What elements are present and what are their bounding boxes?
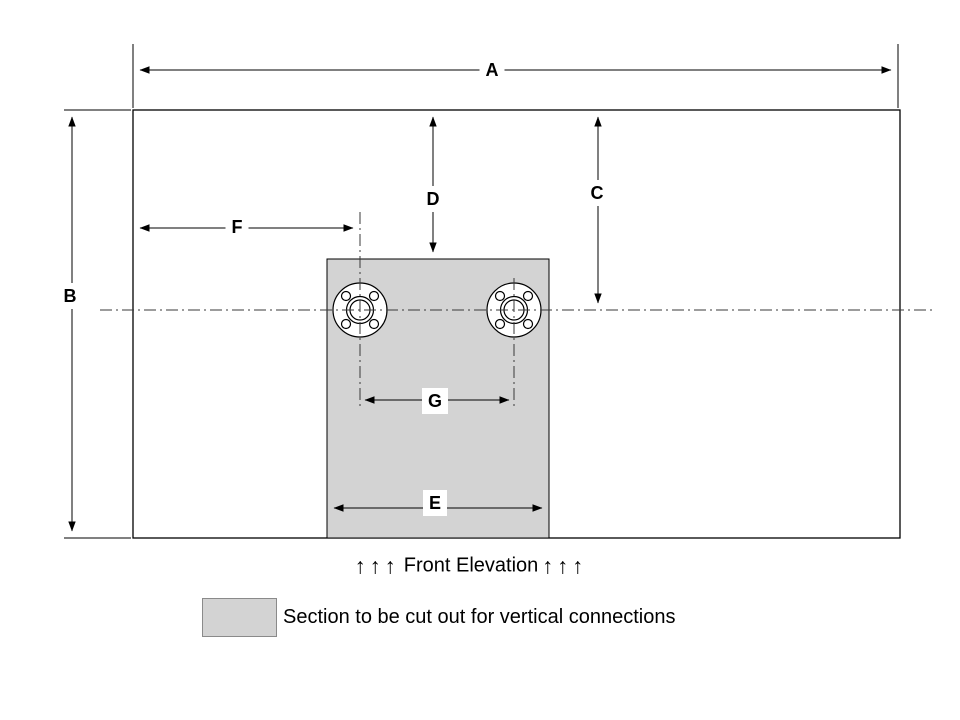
- dim-label-c: C: [584, 180, 610, 206]
- legend-swatch: [202, 598, 277, 637]
- front-elevation-label: Front Elevation: [403, 554, 539, 577]
- dim-label-g: G: [421, 388, 449, 414]
- dim-label-a: A: [479, 57, 505, 83]
- dim-label-f: F: [225, 214, 249, 240]
- front-elevation-caption: ↑↑↑ Front Elevation ↑↑↑: [355, 555, 588, 578]
- legend-text: Section to be cut out for vertical conne…: [283, 606, 676, 628]
- legend: Section to be cut out for vertical conne…: [202, 598, 675, 637]
- up-arrows-left-icon: ↑↑↑: [354, 553, 400, 578]
- up-arrows-right-icon: ↑↑↑: [542, 553, 588, 578]
- dim-label-e: E: [422, 490, 448, 516]
- dim-label-d: D: [420, 186, 446, 212]
- dim-label-b: B: [57, 283, 83, 309]
